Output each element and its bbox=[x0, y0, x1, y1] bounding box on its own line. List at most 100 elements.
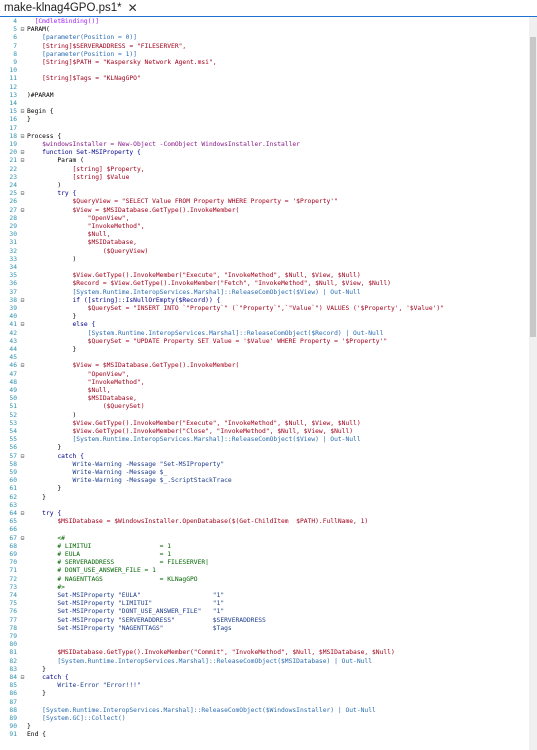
code-line[interactable]: 74 Set-MSIProperty "EULA" "1" bbox=[0, 592, 537, 600]
code-line[interactable]: 44 } bbox=[0, 346, 537, 354]
code-line[interactable]: 89 [System.GC]::Collect() bbox=[0, 715, 537, 723]
code-line[interactable]: 36 $Record = $View.GetType().InvokeMembe… bbox=[0, 280, 537, 288]
fold-toggle-icon[interactable]: ⊟ bbox=[20, 534, 25, 542]
code-line[interactable]: 53 $View.GetType().InvokeMember("Execute… bbox=[0, 420, 537, 428]
code-line[interactable]: 23 [string] $Value bbox=[0, 174, 537, 182]
code-line[interactable]: 54 $View.GetType().InvokeMember("Close",… bbox=[0, 428, 537, 436]
code-line[interactable]: 15⊟Begin { bbox=[0, 108, 537, 116]
code-line[interactable]: 61 } bbox=[0, 485, 537, 493]
code-line[interactable]: 13)#PARAM bbox=[0, 92, 537, 100]
code-line[interactable]: 8 [parameter(Position = 1)] bbox=[0, 51, 537, 59]
fold-toggle-icon[interactable]: ⊟ bbox=[20, 132, 25, 140]
code-line[interactable]: 58 Write-Warning -Message "Set-MSIProper… bbox=[0, 461, 537, 469]
code-line[interactable]: 57⊟ catch { bbox=[0, 453, 537, 461]
code-line[interactable]: 32 ($QueryView) bbox=[0, 248, 537, 256]
code-line[interactable]: 62 } bbox=[0, 494, 537, 502]
code-line[interactable]: 56 } bbox=[0, 444, 537, 452]
code-line[interactable]: 9 [String]$PATH = "Kaspersky Network Age… bbox=[0, 59, 537, 67]
code-line[interactable]: 75 Set-MSIProperty "LIMITUI" "1" bbox=[0, 600, 537, 608]
code-line[interactable]: 82 [System.Runtime.InteropServices.Marsh… bbox=[0, 658, 537, 666]
code-line[interactable]: 37 [System.Runtime.InteropServices.Marsh… bbox=[0, 289, 537, 297]
code-line[interactable]: 83 } bbox=[0, 666, 537, 674]
code-line[interactable]: 16} bbox=[0, 116, 537, 124]
code-line[interactable]: 59 Write-Warning -Message $_ bbox=[0, 469, 537, 477]
code-line[interactable]: 19 $windowsInstaller = New-Object -ComOb… bbox=[0, 141, 537, 149]
code-line[interactable]: 77 Set-MSIProperty "SERVERADDRESS" $SERV… bbox=[0, 617, 537, 625]
code-line[interactable]: 27⊟ $View = $MSIDatabase.GetType().Invok… bbox=[0, 207, 537, 215]
code-line[interactable]: 55 [System.Runtime.InteropServices.Marsh… bbox=[0, 436, 537, 444]
code-line[interactable]: 63 bbox=[0, 502, 537, 510]
code-line[interactable]: 72 # NAGENTTAGS = KLNagGPO bbox=[0, 576, 537, 584]
code-line[interactable]: 88 [System.Runtime.InteropServices.Marsh… bbox=[0, 707, 537, 715]
code-line[interactable]: 39 $QuerySet = "INSERT INTO `"Property`"… bbox=[0, 305, 537, 313]
code-line[interactable]: 51 ($QuerySet) bbox=[0, 403, 537, 411]
code-line[interactable]: 12 bbox=[0, 84, 537, 92]
code-line[interactable]: 68 # LIMITUI = 1 bbox=[0, 543, 537, 551]
code-line[interactable]: 73 #> bbox=[0, 584, 537, 592]
close-icon[interactable]: ✕ bbox=[127, 1, 138, 15]
code-line[interactable]: 46⊟ $View = $MSIDatabase.GetType().Invok… bbox=[0, 362, 537, 370]
code-line[interactable]: 41⊟ else { bbox=[0, 321, 537, 329]
code-line[interactable]: 87 bbox=[0, 699, 537, 707]
code-line[interactable]: 67⊟ <# bbox=[0, 535, 537, 543]
code-line[interactable]: 18⊟Process { bbox=[0, 133, 537, 141]
code-line[interactable]: 34 bbox=[0, 264, 537, 272]
tab-make-klnag4gpo[interactable]: make-klnag4GPO.ps1* ✕ bbox=[0, 0, 142, 16]
code-line[interactable]: 7 [String]$SERVERADDRESS = "FILESERVER", bbox=[0, 43, 537, 51]
code-editor[interactable]: 4 [CmdletBinding()]5⊟PARAM(6 [parameter(… bbox=[0, 17, 537, 750]
code-line[interactable]: 47 "OpenView", bbox=[0, 371, 537, 379]
fold-toggle-icon[interactable]: ⊟ bbox=[20, 452, 25, 460]
fold-toggle-icon[interactable]: ⊟ bbox=[20, 362, 25, 370]
code-line[interactable]: 90} bbox=[0, 723, 537, 731]
scrollbar-thumb[interactable] bbox=[530, 37, 536, 337]
code-line[interactable]: 17 bbox=[0, 125, 537, 133]
vertical-scrollbar[interactable] bbox=[529, 17, 537, 750]
code-line[interactable]: 48 "InvokeMethod", bbox=[0, 379, 537, 387]
code-line[interactable]: 79 bbox=[0, 633, 537, 641]
code-line[interactable]: 28 "OpenView", bbox=[0, 215, 537, 223]
fold-toggle-icon[interactable]: ⊟ bbox=[20, 321, 25, 329]
code-line[interactable]: 81 $MSIDatabase.GetType().InvokeMember("… bbox=[0, 649, 537, 657]
code-line[interactable]: 21⊟ Param ( bbox=[0, 157, 537, 165]
code-line[interactable]: 5⊟PARAM( bbox=[0, 26, 537, 34]
fold-toggle-icon[interactable]: ⊟ bbox=[20, 157, 25, 165]
code-line[interactable]: 25⊟ try { bbox=[0, 190, 537, 198]
fold-toggle-icon[interactable]: ⊟ bbox=[20, 510, 25, 517]
code-line[interactable]: 80 bbox=[0, 641, 537, 649]
code-line[interactable]: 49 $Null, bbox=[0, 387, 537, 395]
code-line[interactable]: 40 } bbox=[0, 313, 537, 321]
code-line[interactable]: 86 } bbox=[0, 690, 537, 698]
code-line[interactable]: 43 $QuerySet = "UPDATE Property SET Valu… bbox=[0, 338, 537, 346]
code-line[interactable]: 84⊟ catch { bbox=[0, 674, 537, 682]
fold-toggle-icon[interactable]: ⊟ bbox=[20, 190, 25, 198]
code-line[interactable]: 85 Write-Error "Error!!!" bbox=[0, 682, 537, 690]
code-line[interactable]: 29 "InvokeMethod", bbox=[0, 223, 537, 231]
code-line[interactable]: 22 [string] $Property, bbox=[0, 166, 537, 174]
code-line[interactable]: 6 [parameter(Position = 0)] bbox=[0, 34, 537, 42]
code-line[interactable]: 35 $View.GetType().InvokeMember("Execute… bbox=[0, 272, 537, 280]
code-line[interactable]: 60 Write-Warning -Message $_.ScriptStack… bbox=[0, 477, 537, 485]
code-line[interactable]: 26 $QueryView = "SELECT Value FROM Prope… bbox=[0, 198, 537, 206]
code-line[interactable]: 78 Set-MSIProperty "NAGENTTAGS" $Tags bbox=[0, 625, 537, 633]
code-line[interactable]: 14 bbox=[0, 100, 537, 108]
fold-toggle-icon[interactable]: ⊟ bbox=[20, 296, 25, 304]
fold-toggle-icon[interactable]: ⊟ bbox=[20, 206, 25, 214]
code-line[interactable]: 66 bbox=[0, 526, 537, 534]
code-line[interactable]: 31 $MSIDatabase, bbox=[0, 239, 537, 247]
fold-toggle-icon[interactable]: ⊟ bbox=[20, 674, 25, 681]
code-line[interactable]: 71 # DONT_USE_ANSWER_FILE = 1 bbox=[0, 567, 537, 575]
fold-toggle-icon[interactable]: ⊟ bbox=[20, 108, 25, 116]
code-line[interactable]: 24 ) bbox=[0, 182, 537, 190]
code-line[interactable]: 20⊟ function Set-MSIProperty { bbox=[0, 149, 537, 157]
code-line[interactable]: 64⊟ try { bbox=[0, 510, 537, 518]
code-line[interactable]: 33 ) bbox=[0, 256, 537, 264]
code-line[interactable]: 42 [System.Runtime.InteropServices.Marsh… bbox=[0, 330, 537, 338]
code-line[interactable]: 70 # SERVERADDRESS = FILESERVER| bbox=[0, 559, 537, 567]
code-line[interactable]: 4 [CmdletBinding()] bbox=[0, 18, 537, 26]
code-line[interactable]: 69 # EULA = 1 bbox=[0, 551, 537, 559]
code-line[interactable]: 10 bbox=[0, 67, 537, 75]
code-line[interactable]: 11 [String]$Tags = "KLNagGPO" bbox=[0, 75, 537, 83]
code-line[interactable]: 50 $MSIDatabase, bbox=[0, 395, 537, 403]
code-line[interactable]: 38⊟ if ([string]::IsNullOrEmpty($Record)… bbox=[0, 297, 537, 305]
